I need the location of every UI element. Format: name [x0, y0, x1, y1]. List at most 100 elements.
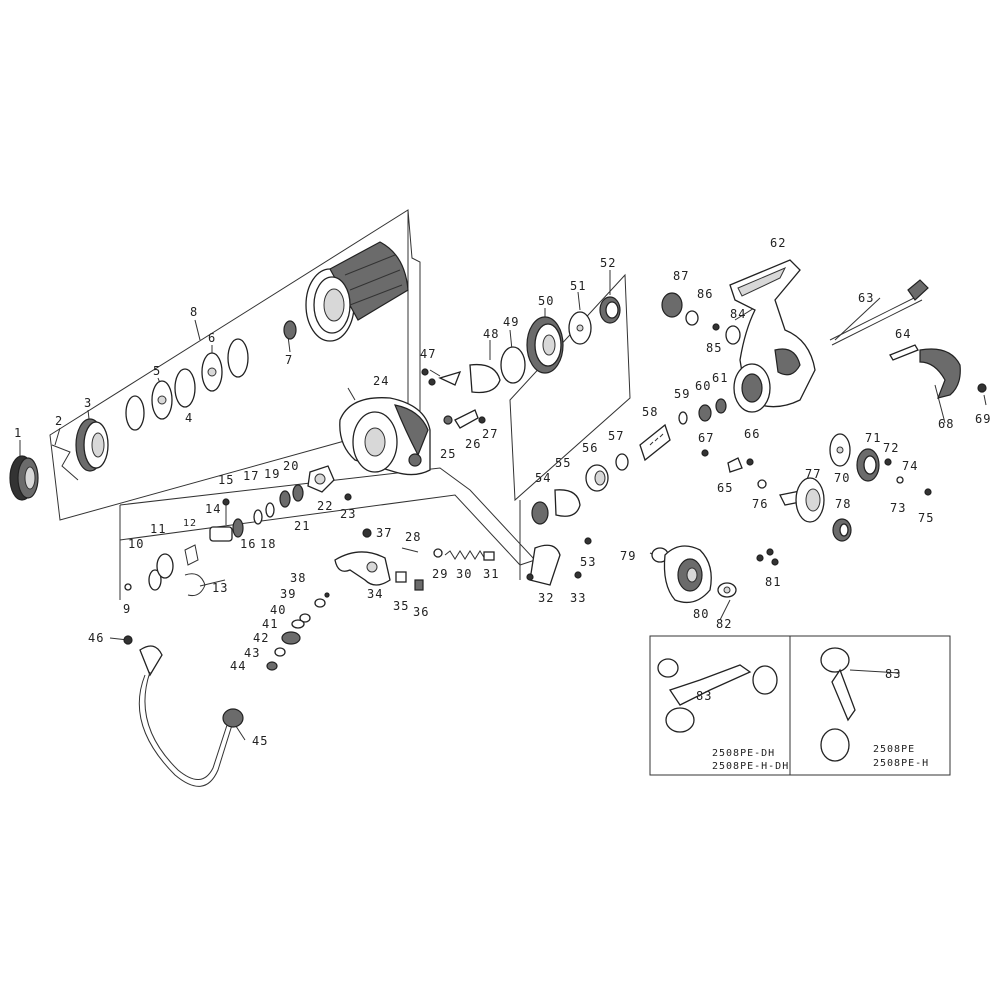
label-9: 9 — [123, 602, 131, 616]
part-51-washer — [568, 311, 592, 345]
label-76: 76 — [752, 497, 768, 511]
label-38: 38 — [290, 571, 306, 585]
part-49-ring — [500, 346, 526, 384]
label-65: 65 — [717, 481, 733, 495]
rotor-nut-parts — [661, 292, 741, 345]
label-7: 7 — [285, 353, 293, 367]
small-screws-65-67 — [701, 449, 754, 473]
callout-labels: 1 2 3 5 4 6 7 8 9 10 11 12 13 14 15 16 1… — [14, 236, 991, 748]
label-83: 83 — [885, 667, 901, 681]
label-84: 84 — [730, 307, 746, 321]
label-60: 60 — [695, 379, 711, 393]
label-55: 55 — [555, 456, 571, 470]
label-57: 57 — [608, 429, 624, 443]
label-56: 56 — [582, 441, 598, 455]
label-40: 40 — [270, 603, 286, 617]
model-dh-1: 2508PE-DH — [712, 748, 775, 759]
part-1-drag-knob — [9, 455, 39, 501]
label-48: 48 — [483, 327, 499, 341]
spool-group-box — [49, 209, 421, 521]
label-64: 64 — [895, 327, 911, 341]
label-70: 70 — [834, 471, 850, 485]
label-6: 6 — [208, 331, 216, 345]
part-64-pin — [889, 344, 919, 361]
label-13: 13 — [212, 581, 228, 595]
rotor-group-box — [119, 467, 536, 600]
label-69: 69 — [975, 412, 991, 426]
label-26: 26 — [465, 437, 481, 451]
label-29: 29 — [432, 567, 448, 581]
label-63: 63 — [858, 291, 874, 305]
label-35: 35 — [393, 599, 409, 613]
label-23: 23 — [340, 507, 356, 521]
label-2: 2 — [55, 414, 63, 428]
bail-arm-parts — [334, 544, 582, 591]
part-47-screws — [421, 368, 462, 386]
part-48-plate — [469, 363, 501, 394]
label-62: 62 — [770, 236, 786, 250]
label-86: 86 — [697, 287, 713, 301]
label-43: 43 — [244, 646, 260, 660]
label-20: 20 — [283, 459, 299, 473]
label-11: 11 — [150, 522, 166, 536]
label-72: 72 — [883, 441, 899, 455]
label-44: 44 — [230, 659, 246, 673]
label-79: 79 — [620, 549, 636, 563]
gear-train-parts — [531, 398, 727, 545]
label-45: 45 — [252, 734, 268, 748]
label-4: 4 — [185, 411, 193, 425]
label-17: 17 — [243, 469, 259, 483]
label-52: 52 — [600, 256, 616, 270]
inset-model-labels: 2508PE-DH 2508PE-H-DH 2508PE 2508PE-H — [712, 744, 929, 772]
part-52-bearing — [599, 296, 621, 324]
side-cover-parts — [651, 545, 779, 604]
part-68-cap — [919, 348, 987, 399]
line-roller-stack — [266, 592, 330, 671]
label-73: 73 — [890, 501, 906, 515]
spring-assembly — [362, 528, 495, 561]
label-85: 85 — [706, 341, 722, 355]
part-8-spool — [305, 241, 409, 342]
label-8: 8 — [190, 305, 198, 319]
label-51: 51 — [570, 279, 586, 293]
label-18: 18 — [260, 537, 276, 551]
label-68: 68 — [938, 417, 954, 431]
rotor-shaft-parts — [124, 465, 335, 596]
label-12: 12 — [183, 518, 197, 529]
part-24-rotor — [339, 397, 431, 501]
part-63-handle-shaft — [829, 279, 929, 346]
bail-trip-parts — [443, 409, 486, 429]
label-83-inset: 83 — [696, 689, 712, 703]
label-66: 66 — [744, 427, 760, 441]
label-21: 21 — [294, 519, 310, 533]
label-87: 87 — [673, 269, 689, 283]
label-28: 28 — [405, 530, 421, 544]
label-1: 1 — [14, 426, 22, 440]
label-33: 33 — [570, 591, 586, 605]
label-81: 81 — [765, 575, 781, 589]
label-22: 22 — [317, 499, 333, 513]
label-42: 42 — [253, 631, 269, 645]
label-39: 39 — [280, 587, 296, 601]
label-77: 77 — [805, 467, 821, 481]
handle-options-inset — [649, 635, 951, 776]
label-36: 36 — [413, 605, 429, 619]
label-32: 32 — [538, 591, 554, 605]
model-single-2: 2508PE-H — [873, 758, 929, 769]
label-5: 5 — [153, 364, 161, 378]
label-53: 53 — [580, 555, 596, 569]
label-16: 16 — [240, 537, 256, 551]
label-31: 31 — [483, 567, 499, 581]
model-dh-2: 2508PE-H-DH — [712, 761, 789, 772]
part-50-gear-cover — [526, 316, 564, 374]
label-50: 50 — [538, 294, 554, 308]
part-7-nut — [283, 320, 297, 340]
label-75: 75 — [918, 511, 934, 525]
label-47: 47 — [420, 347, 436, 361]
label-67: 67 — [698, 431, 714, 445]
label-59: 59 — [674, 387, 690, 401]
drag-washers — [125, 338, 249, 431]
main-gear-parts — [757, 433, 932, 542]
